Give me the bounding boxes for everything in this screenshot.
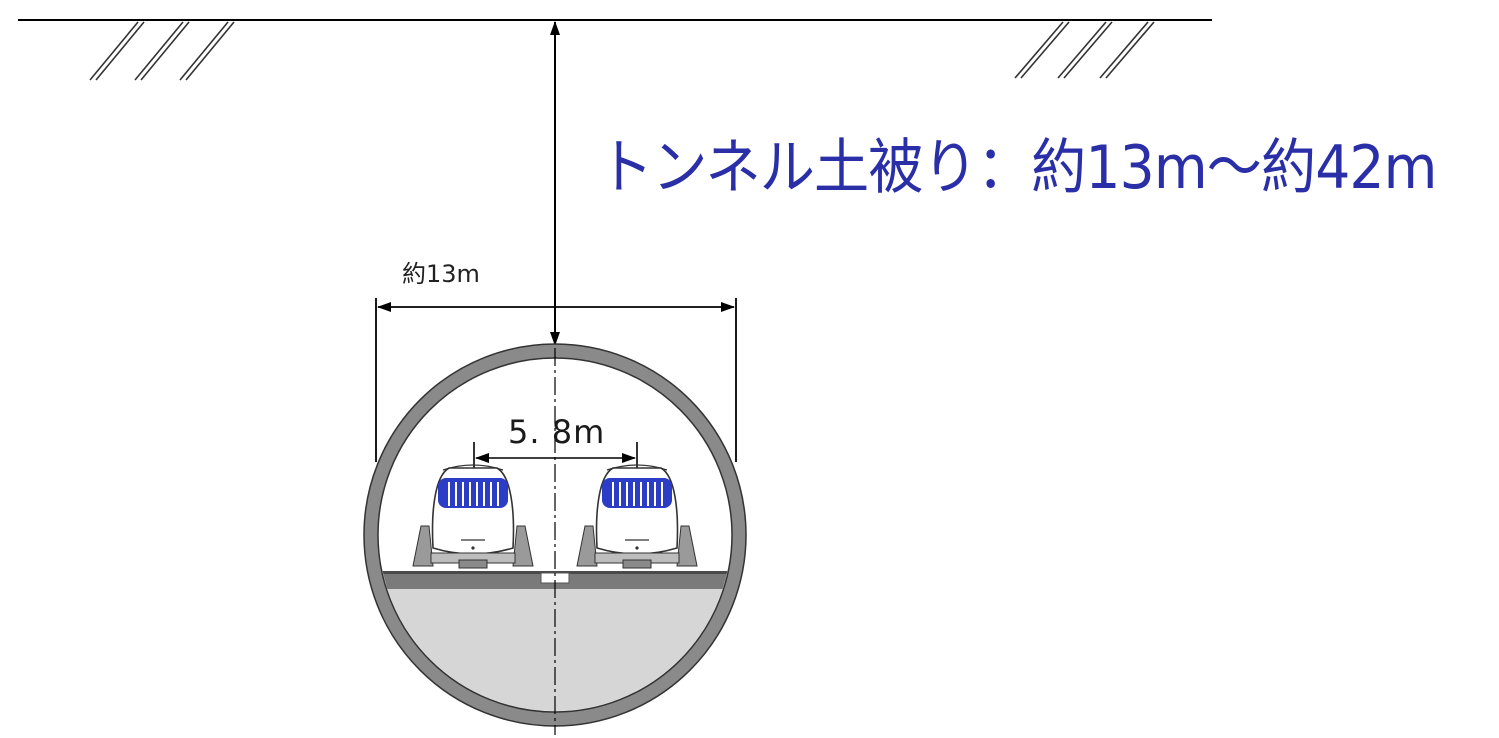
tunnel-width-label: 約13m — [402, 260, 480, 288]
ground-hatch-right-icon — [1014, 21, 1155, 79]
right-train-shinkansen-front-icon — [576, 464, 698, 569]
track-spacing-label: 5. 8m — [508, 413, 606, 451]
cover-depth-label: トンネル土被り：約13m〜約42m — [598, 133, 1437, 203]
tunnel-width-dimension — [375, 298, 737, 462]
ground-hatch-left-icon — [89, 21, 235, 81]
left-train-shinkansen-front-icon — [412, 464, 534, 569]
